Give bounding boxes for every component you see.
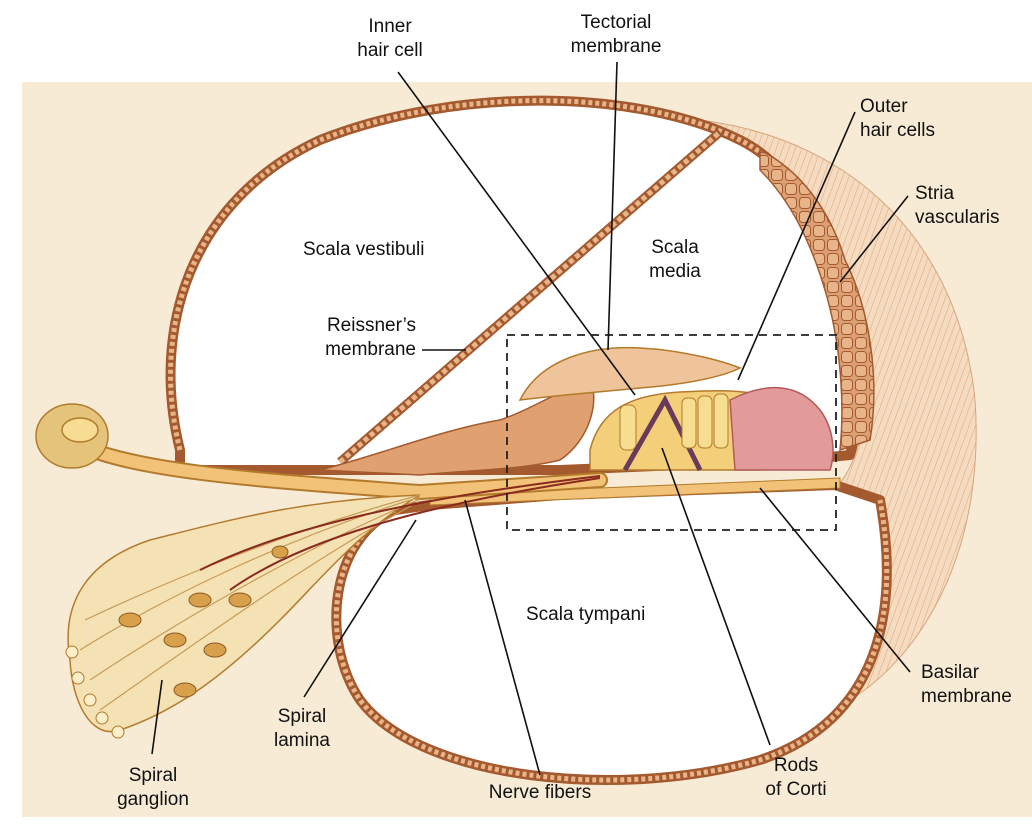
outer-hair-cell-group xyxy=(681,393,729,449)
label-scala-vestibuli: Scala vestibuli xyxy=(303,239,425,260)
ganglion-cell-bodies xyxy=(118,545,289,698)
label-scala-media: Scala media xyxy=(649,237,701,282)
label-stria-vascularis: Stria vascularis xyxy=(915,183,1000,228)
ganglion-red-fibers xyxy=(199,475,601,591)
leader-spiral-lamina xyxy=(303,519,417,698)
leader-inner-hair-cell xyxy=(397,71,636,396)
leader-tectorial-membrane xyxy=(607,61,618,351)
label-nerve-fibers: Nerve fibers xyxy=(488,782,592,803)
label-tectorial-membrane: Tectorial membrane xyxy=(570,12,662,57)
tectorial-membrane-shape xyxy=(518,346,742,401)
nerve-cut-face xyxy=(61,417,99,443)
ganglion-fiber-ends xyxy=(65,645,125,739)
label-basilar-membrane: Basilar membrane xyxy=(921,662,1012,707)
label-spiral-lamina: Spiral lamina xyxy=(274,706,330,751)
label-spiral-ganglion: Spiral ganglion xyxy=(117,765,189,810)
leader-spiral-ganglion xyxy=(151,679,163,755)
scala-tympani-cell-layer xyxy=(333,499,890,783)
leader-lines xyxy=(151,61,911,776)
stria-vascularis-tissue xyxy=(759,148,875,452)
leader-rods-of-corti xyxy=(661,447,771,746)
leader-basilar-membrane xyxy=(759,487,911,673)
label-scala-tympani: Scala tympani xyxy=(526,604,646,625)
leader-nerve-fibers xyxy=(464,499,541,776)
label-outer-hair-cells: Outer hair cells xyxy=(860,96,935,141)
leader-outer-hair-cells xyxy=(737,111,856,381)
detail-dashed-box xyxy=(506,334,837,531)
label-inner-hair-cell: Inner hair cell xyxy=(357,16,423,61)
label-reissners-membrane: Reissner’s membrane xyxy=(325,315,416,360)
reissners-membrane-cells xyxy=(338,130,722,464)
leader-stria-vascularis xyxy=(839,195,909,283)
label-rods-of-corti: Rods of Corti xyxy=(765,755,827,800)
outer-sulcus-cells xyxy=(729,387,834,471)
inner-hair-cell-shape xyxy=(619,404,637,451)
